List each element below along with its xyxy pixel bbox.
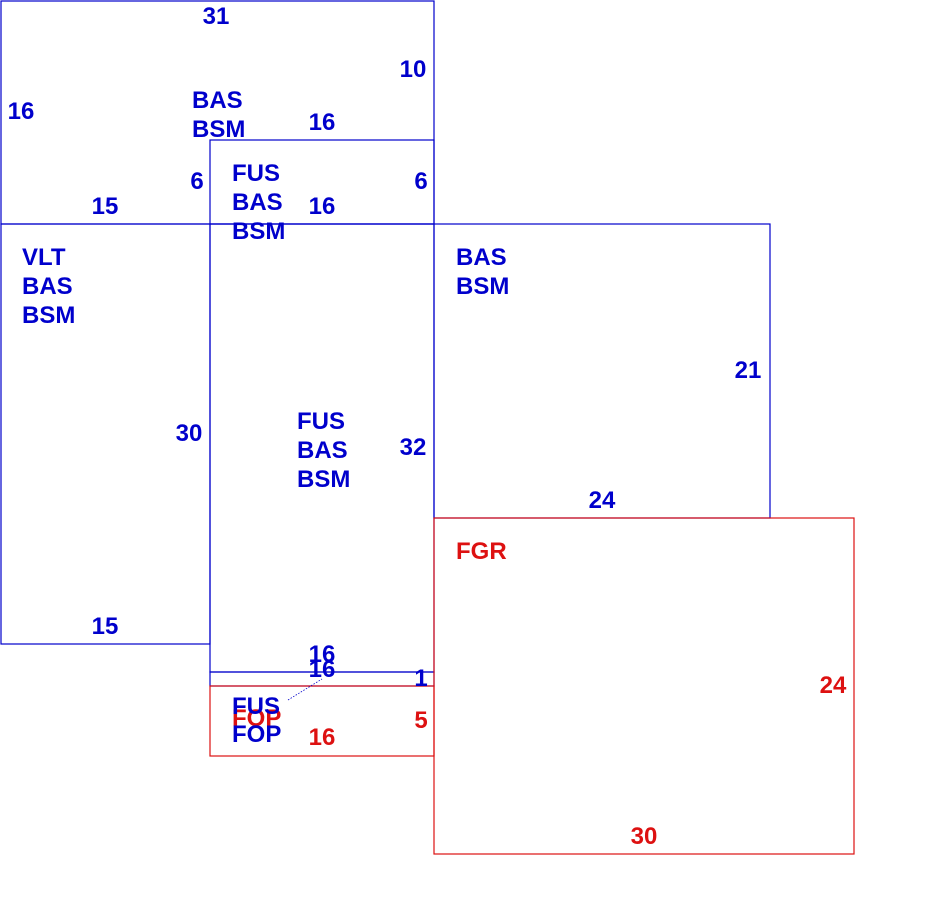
region-5-code-bas: BAS bbox=[456, 244, 507, 271]
region-5-code-bsm: BSM bbox=[456, 273, 509, 300]
region-2-code-bas: BAS bbox=[232, 189, 283, 216]
region-5-dim-bottom: 24 bbox=[589, 487, 616, 514]
region-7-dim-right: 5 bbox=[414, 707, 427, 734]
region-4-dim-bottom: 16 bbox=[309, 641, 336, 668]
region-8-dim-right: 24 bbox=[820, 672, 847, 699]
region-3-code-bas: BAS bbox=[22, 273, 73, 300]
region-6-dim-right: 1 bbox=[414, 665, 427, 692]
region-3-code-vlt: VLT bbox=[22, 244, 66, 271]
region-6-dim: 16 bbox=[309, 656, 336, 683]
region-2-code-bsm: BSM bbox=[232, 218, 285, 245]
region-1-dim-inner: 16 bbox=[309, 109, 336, 136]
region-2-code-fus: FUS bbox=[232, 160, 280, 187]
region-1-code-bas: BAS bbox=[192, 87, 243, 114]
region-7-code-fop: FOP bbox=[232, 705, 281, 732]
region-1-dim-bottom: 15 bbox=[92, 193, 119, 220]
region-8-code-fgr: FGR bbox=[456, 538, 507, 565]
region-8-dim-bottom: 30 bbox=[631, 823, 658, 850]
region-1-dim-right: 10 bbox=[400, 56, 427, 83]
region-1-code-bsm: BSM bbox=[192, 116, 245, 143]
region-3-dim-right: 30 bbox=[176, 420, 203, 447]
region-7-dim-bottom: 16 bbox=[309, 724, 336, 751]
region-1-dim-left: 16 bbox=[8, 98, 35, 125]
region-6-code-fus: FUS bbox=[232, 693, 280, 720]
region-2-dim: 16 bbox=[309, 193, 336, 220]
leader-line bbox=[287, 678, 323, 701]
region-4-code-bsm: BSM bbox=[297, 466, 350, 493]
region-4-code-fus: FUS bbox=[297, 408, 345, 435]
region-8-outline bbox=[433, 517, 855, 855]
region-5-dim-right: 21 bbox=[735, 357, 762, 384]
region-6-code-fop: FOP bbox=[232, 721, 281, 748]
region-1-dim-step-right: 6 bbox=[414, 168, 427, 195]
region-3-code-bsm: BSM bbox=[22, 302, 75, 329]
region-1-dim-step-left: 6 bbox=[190, 168, 203, 195]
region-3-dim-bottom: 15 bbox=[92, 613, 119, 640]
region-1-dim-top: 31 bbox=[203, 3, 230, 30]
region-4-code-bas: BAS bbox=[297, 437, 348, 464]
region-4-dim-right: 32 bbox=[400, 434, 427, 461]
